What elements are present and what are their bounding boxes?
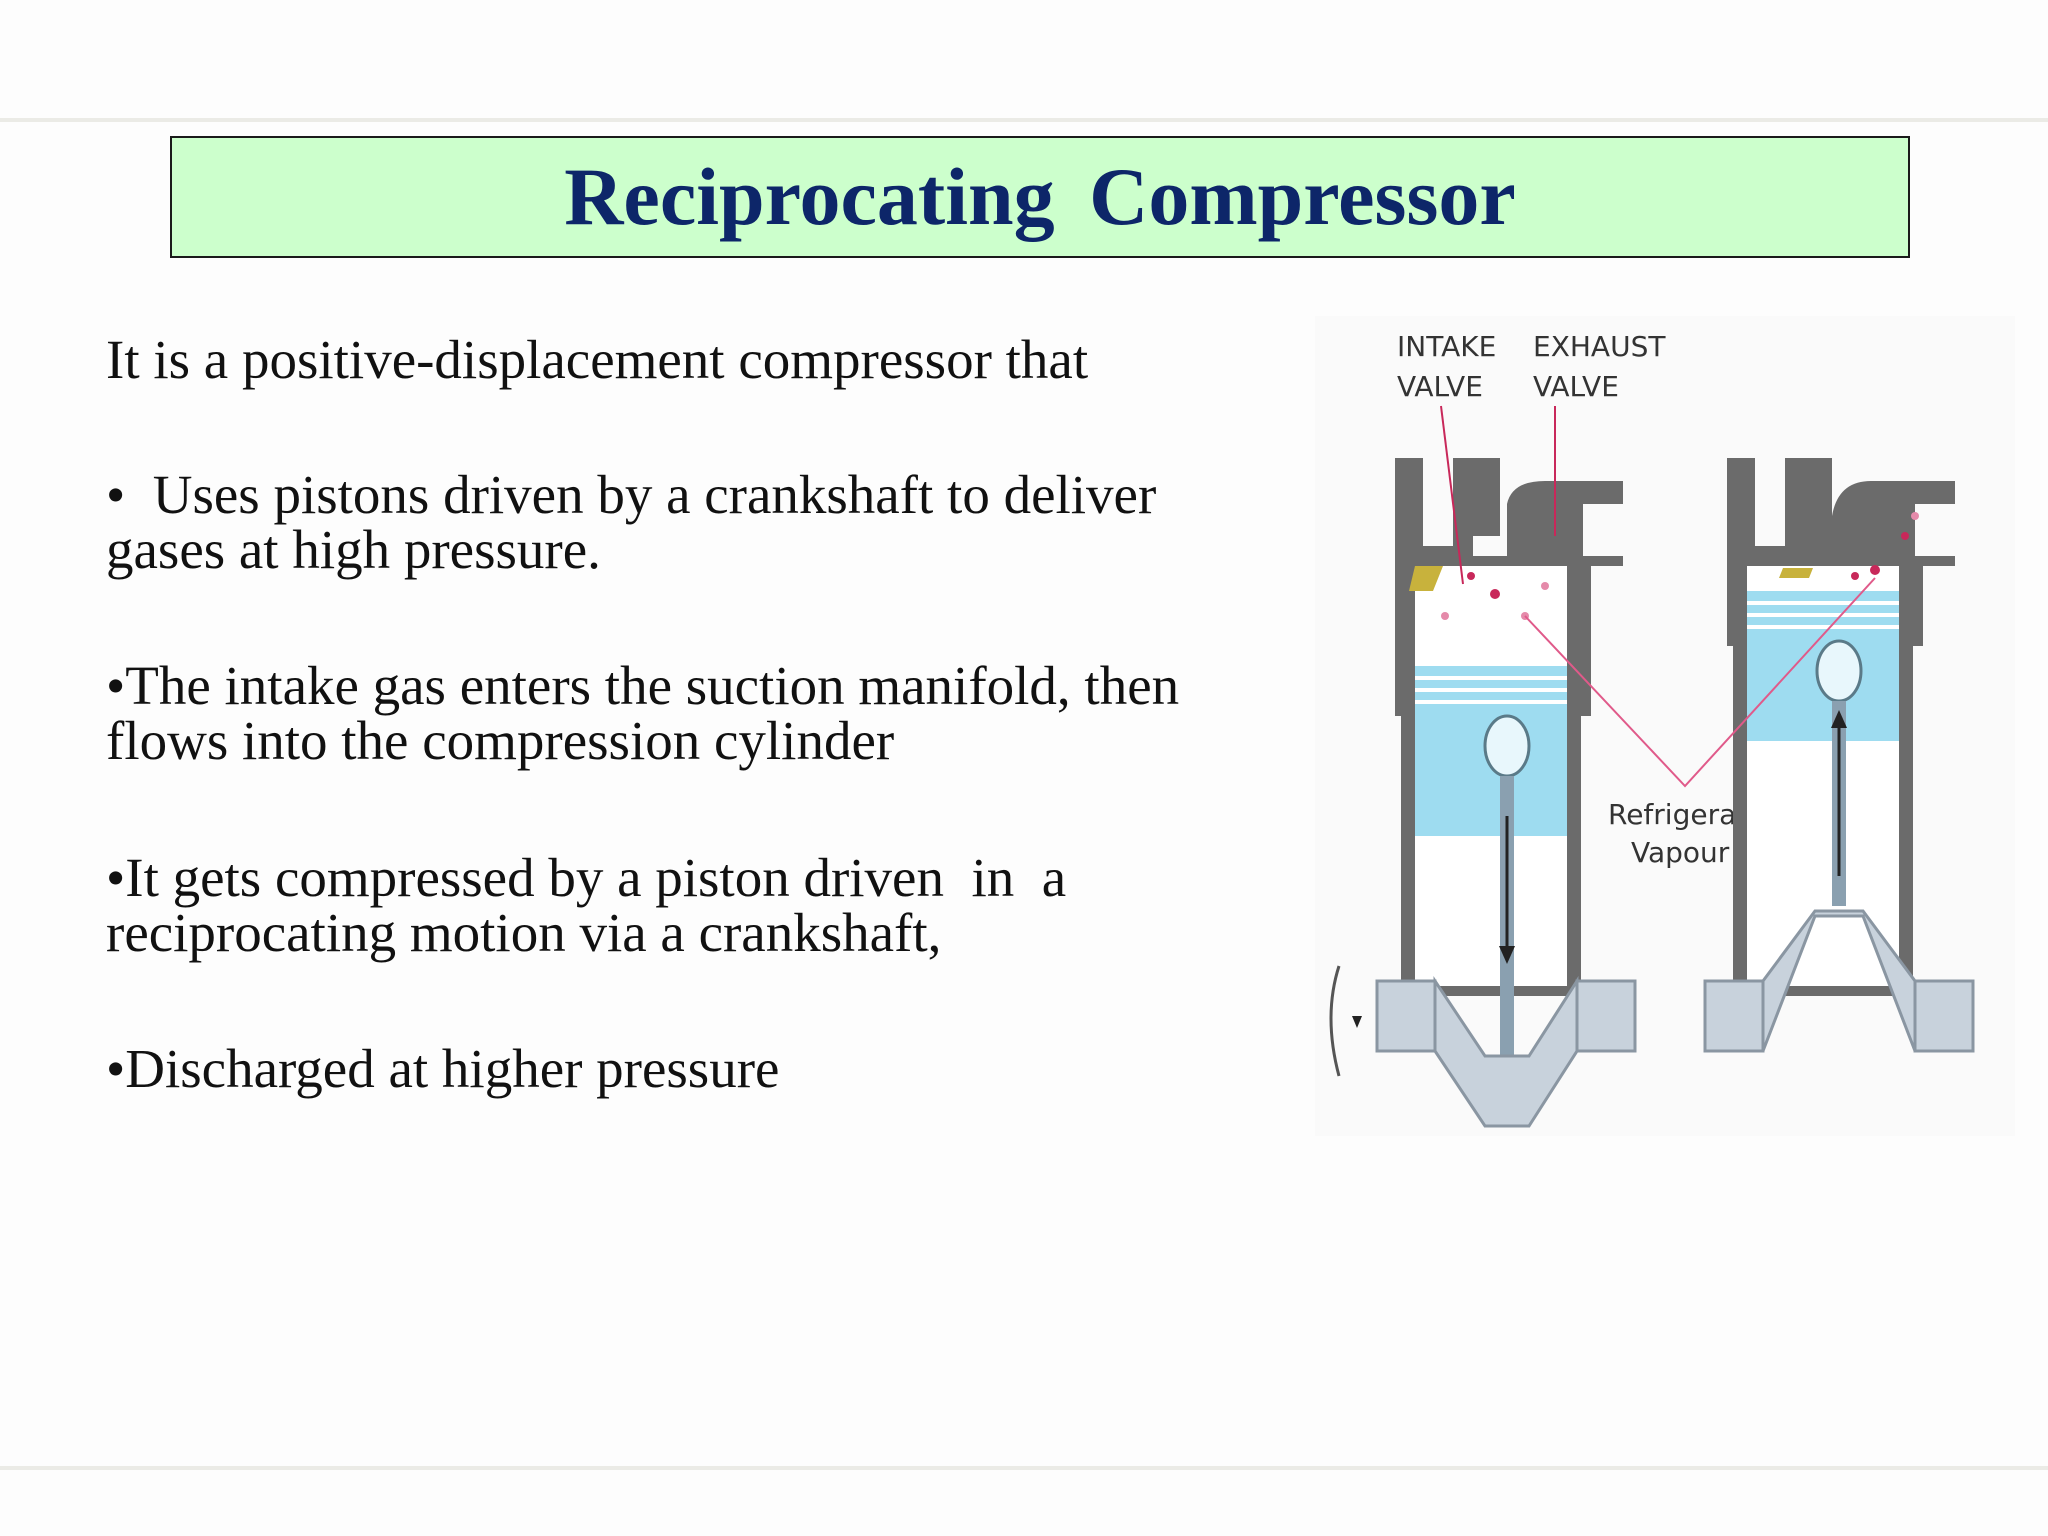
compressor-diagram: INTAKE VALVE EXHAUST VALVE Refrigerant V…: [1315, 316, 2015, 1136]
refrigerant-pointer: [1524, 577, 1876, 788]
top-divider: [0, 118, 2048, 122]
slide-title: Reciprocating Compressor: [564, 151, 1516, 242]
bottom-divider: [0, 1466, 2048, 1470]
right-crankshaft: [1703, 909, 1975, 1053]
bullet-discharge: •Discharged at higher pressure: [106, 1038, 780, 1099]
right-intake-valve: [1779, 568, 1813, 578]
rotation-arrow-icon: [1329, 965, 1341, 1077]
intake-valve-label-1: INTAKE: [1397, 330, 1496, 363]
left-cylinder: [1395, 458, 1623, 1096]
right-piston-pin: [1815, 639, 1863, 703]
left-crankshaft: [1329, 965, 1637, 1128]
title-banner: Reciprocating Compressor: [170, 136, 1910, 258]
bullet-intake: •The intake gas enters the suction manif…: [106, 655, 1180, 771]
exhaust-valve-label-2: VALVE: [1533, 370, 1619, 403]
left-intake-valve: [1409, 566, 1443, 591]
bullet-pistons: • Uses pistons driven by a crankshaft to…: [106, 464, 1157, 580]
intake-valve-label-2: VALVE: [1397, 370, 1483, 403]
left-piston-pin: [1483, 714, 1531, 778]
bullet-compression: •It gets compressed by a piston driven i…: [106, 847, 1067, 963]
refrigerant-label-2: Vapour: [1631, 836, 1730, 869]
exhaust-valve-label-1: EXHAUST: [1533, 330, 1666, 363]
intro-text: It is a positive-displacement compressor…: [106, 329, 1089, 390]
